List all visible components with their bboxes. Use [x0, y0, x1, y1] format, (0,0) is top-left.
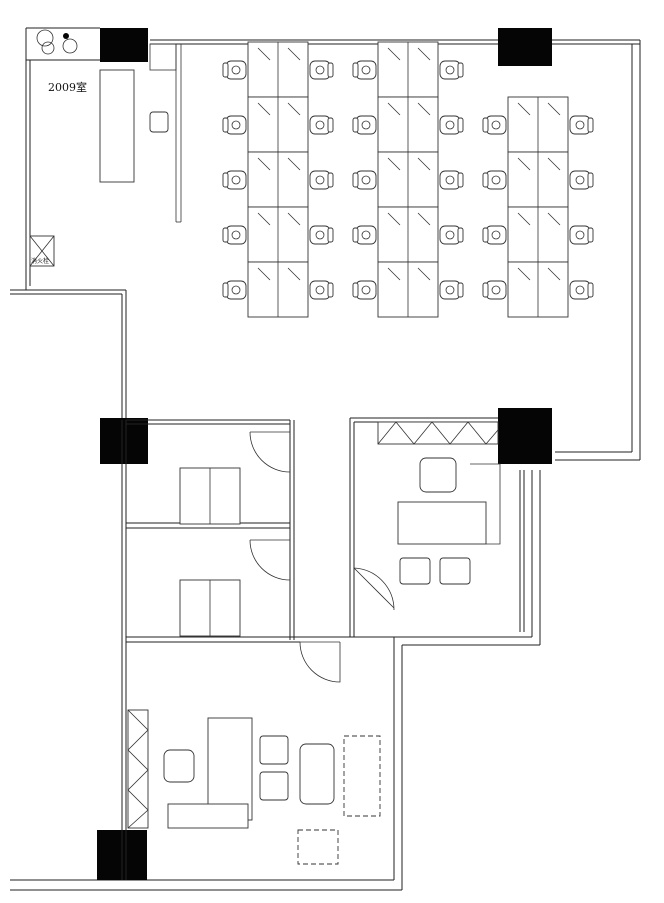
workstation-cluster — [377, 151, 439, 208]
chair — [309, 225, 334, 245]
workstation-cluster — [507, 206, 569, 263]
workstation-cluster — [247, 96, 309, 153]
chair — [222, 115, 247, 135]
workstation-cluster — [377, 206, 439, 263]
chair — [569, 115, 594, 135]
chair — [439, 225, 464, 245]
chair — [222, 60, 247, 80]
chair — [569, 225, 594, 245]
workstation-cluster — [507, 261, 569, 318]
manager-office — [349, 417, 525, 637]
column — [100, 28, 148, 62]
column — [498, 408, 552, 464]
room-number-label: 2009室 — [48, 81, 87, 94]
workstation-cluster — [247, 151, 309, 208]
chair — [482, 280, 507, 300]
chair — [352, 60, 377, 80]
workstation-cluster — [247, 261, 309, 318]
small-offices — [121, 419, 394, 880]
chair — [439, 280, 464, 300]
chair — [439, 60, 464, 80]
chair — [569, 170, 594, 190]
chair — [309, 170, 334, 190]
workstation-cluster — [247, 206, 309, 263]
column — [100, 418, 148, 464]
workstation-cluster — [377, 261, 439, 318]
chair — [222, 170, 247, 190]
chair — [439, 115, 464, 135]
chair — [352, 280, 377, 300]
workstation-cluster — [377, 96, 439, 153]
storage-rack — [149, 43, 177, 71]
workstation-cluster — [507, 151, 569, 208]
chair — [439, 170, 464, 190]
workstation-cluster — [377, 41, 439, 98]
workstation-grid — [222, 41, 594, 318]
chair — [352, 170, 377, 190]
chair — [352, 115, 377, 135]
chair — [309, 115, 334, 135]
chair — [222, 225, 247, 245]
chair — [569, 280, 594, 300]
boss-office — [127, 641, 381, 865]
room-2009 — [29, 29, 182, 267]
chair — [309, 280, 334, 300]
workstation-cluster — [247, 41, 309, 98]
column — [498, 28, 552, 66]
workstation-cluster — [507, 96, 569, 153]
chair — [482, 170, 507, 190]
chair — [309, 60, 334, 80]
chair — [482, 115, 507, 135]
hydrant-label: 消火栓 — [31, 258, 50, 265]
chair — [352, 225, 377, 245]
outer-walls — [10, 27, 641, 891]
chair — [482, 225, 507, 245]
chair — [222, 280, 247, 300]
